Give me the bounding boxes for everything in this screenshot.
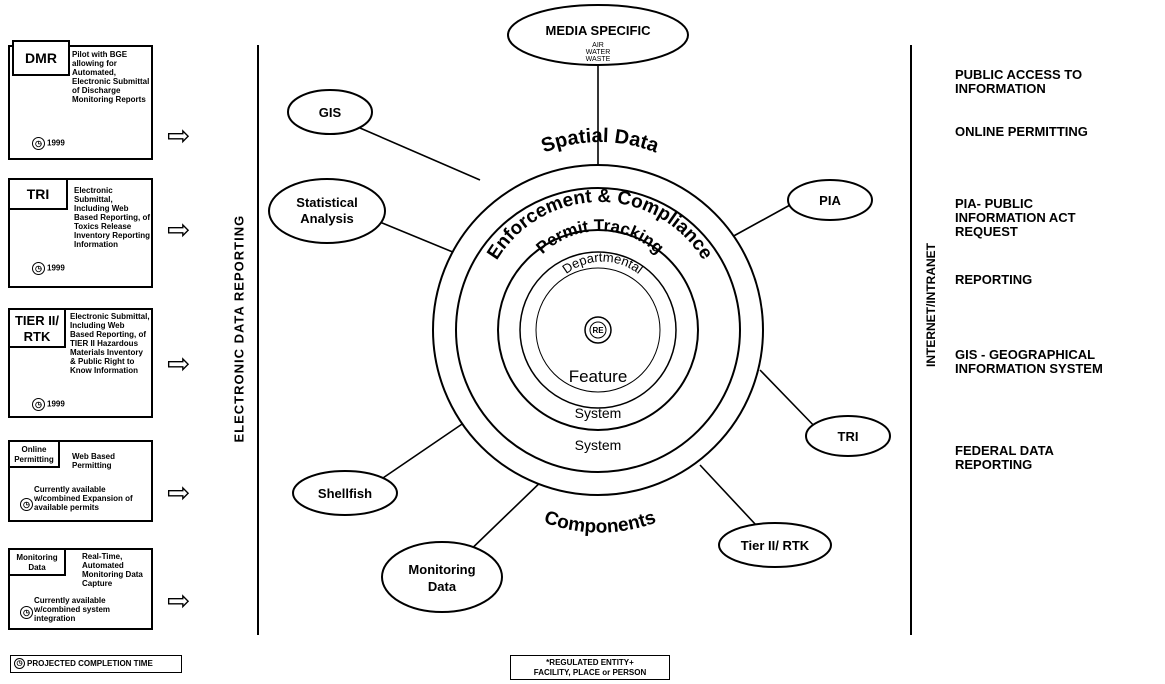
svg-text:Data: Data	[428, 579, 457, 594]
arrow-right-icon: ⇨	[167, 119, 191, 152]
media-water: WATER	[586, 49, 611, 56]
node-shellfish: Shellfish	[292, 470, 398, 516]
monitoring-note: Currently available w/combined system in…	[34, 596, 111, 623]
svg-text:Monitoring: Monitoring	[408, 562, 475, 577]
tri-tag: TRI	[8, 178, 68, 210]
dmr-year: ◷1999	[32, 137, 65, 150]
arrow-right-icon: ⇨	[167, 213, 191, 246]
clock-icon: ◷	[32, 262, 45, 275]
svg-text:Statistical: Statistical	[296, 195, 357, 210]
node-tri: TRI	[805, 415, 891, 457]
node-statistical-analysis: Statistical Analysis	[268, 178, 386, 244]
online-permitting-clock: ◷	[20, 498, 35, 511]
re-core-label: RE	[592, 326, 604, 335]
components-label: Components	[542, 507, 659, 538]
legend-projected-completion: ◷PROJECTED COMPLETION TIME	[10, 655, 182, 673]
spatial-data-label: Spatial Data	[538, 125, 662, 158]
svg-text:MEDIA SPECIFIC: MEDIA SPECIFIC	[546, 23, 652, 38]
monitoring-tag: Monitoring Data	[8, 548, 66, 576]
tri-description: Electronic Submittal, Including Web Base…	[74, 186, 151, 249]
node-pia: PIA	[787, 179, 873, 221]
node-media-specific: MEDIA SPECIFIC AIR WATER WASTE	[507, 4, 689, 66]
feature-label: Feature	[569, 367, 628, 386]
svg-text:GIS: GIS	[319, 105, 342, 120]
tier-tag: TIER II/ RTK	[8, 308, 66, 348]
arrow-right-icon: ⇨	[167, 476, 191, 509]
media-air: AIR	[592, 42, 604, 49]
media-waste: WASTE	[586, 56, 611, 63]
node-tier-rtk: Tier II/ RTK	[718, 522, 832, 568]
svg-text:TRI: TRI	[838, 429, 859, 444]
tier-description: Electronic Submittal, Including Web Base…	[70, 312, 150, 375]
tri-year: ◷1999	[32, 262, 65, 275]
right-item-gis: GIS - GEOGRAPHICAL INFORMATION SYSTEM	[955, 347, 1103, 376]
right-item-federal: FEDERAL DATA REPORTING	[955, 443, 1054, 472]
clock-icon: ◷	[20, 606, 33, 619]
tier-year: ◷1999	[32, 398, 65, 411]
node-gis: GIS	[287, 89, 373, 135]
right-item-online-permitting: ONLINE PERMITTING	[955, 124, 1088, 139]
node-monitoring-data: Monitoring Data	[381, 541, 503, 613]
svg-text:PIA: PIA	[819, 193, 841, 208]
dmr-description: Pilot with BGE allowing for Automated, E…	[72, 50, 150, 104]
legend-regulated-entity: *REGULATED ENTITY+ FACILITY, PLACE or PE…	[510, 655, 670, 680]
svg-text:Shellfish: Shellfish	[318, 486, 372, 501]
online-permitting-note: Currently available w/combined Expansion…	[34, 485, 133, 512]
clock-icon: ◷	[32, 137, 45, 150]
svg-text:Tier II/ RTK: Tier II/ RTK	[741, 538, 810, 553]
online-permitting-tag: Online Permitting	[8, 440, 60, 468]
right-divider	[910, 45, 912, 635]
dmr-tag: DMR	[12, 40, 70, 76]
arrow-right-icon: ⇨	[167, 584, 191, 617]
right-item-pia: PIA- PUBLIC INFORMATION ACT REQUEST	[955, 196, 1076, 239]
right-item-reporting: REPORTING	[955, 272, 1033, 287]
left-divider	[257, 45, 259, 635]
system-label-outer: System	[575, 437, 622, 453]
clock-icon: ◷	[32, 398, 45, 411]
right-item-public-access: PUBLIC ACCESS TO INFORMATION	[955, 67, 1083, 96]
clock-icon: ◷	[14, 658, 25, 670]
system-label-inner: System	[575, 405, 622, 421]
monitoring-clock: ◷	[20, 606, 35, 619]
re-core-inner	[589, 321, 607, 339]
monitoring-description: Real-Time, Automated Monitoring Data Cap…	[82, 552, 143, 588]
svg-text:Analysis: Analysis	[300, 211, 353, 226]
connector-lines	[359, 60, 821, 561]
clock-icon: ◷	[20, 498, 33, 511]
arrow-right-icon: ⇨	[167, 347, 191, 380]
online-permitting-description: Web Based Permitting	[72, 452, 115, 470]
